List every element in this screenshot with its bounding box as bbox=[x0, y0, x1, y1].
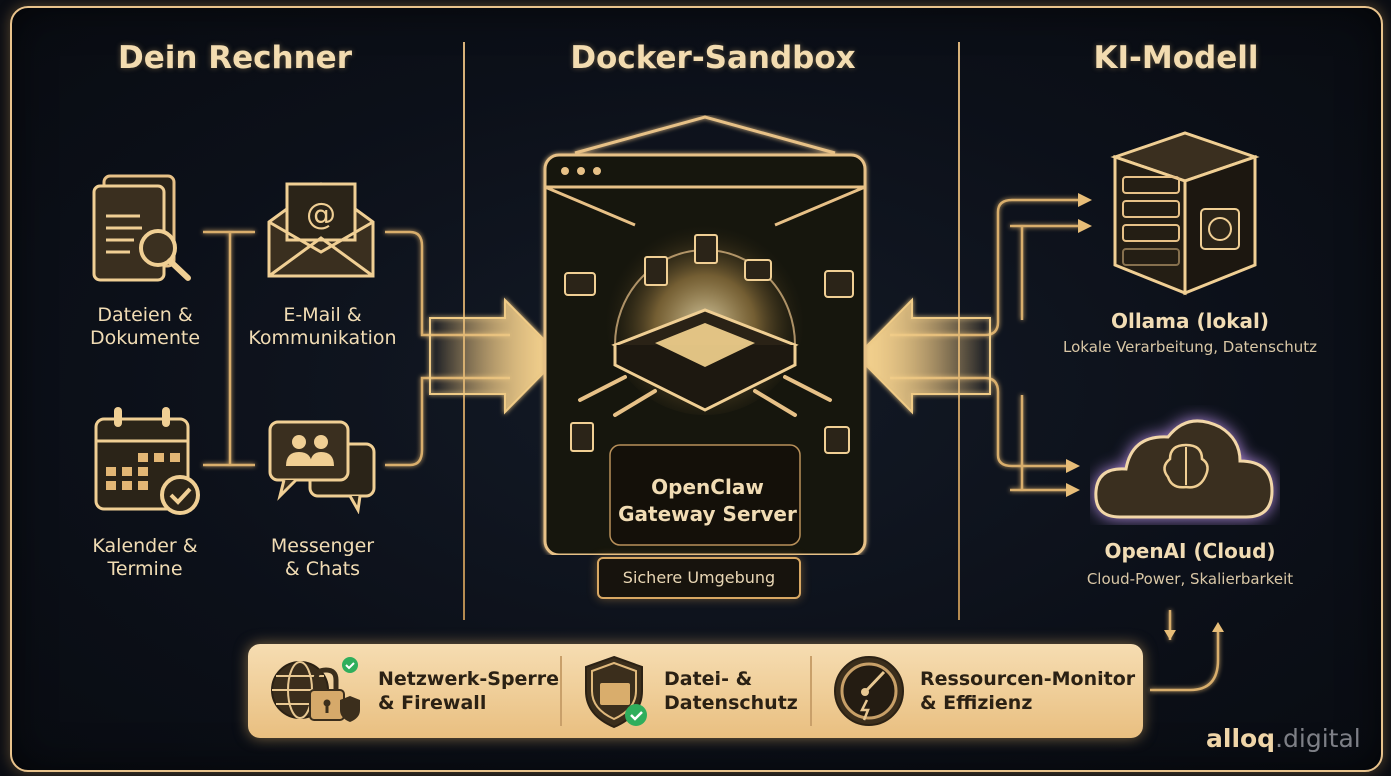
model-name-openai: OpenAI (Cloud) bbox=[1104, 539, 1276, 563]
source-label-messenger: Messenger& Chats bbox=[270, 535, 375, 580]
brand-logo: alloq.digital bbox=[1206, 724, 1361, 753]
feature-file-protection: Datei- &Datenschutz bbox=[584, 644, 798, 738]
column-title-ai-model: KI-Modell bbox=[1093, 40, 1259, 76]
gauge-icon bbox=[834, 656, 904, 726]
model-desc-ollama: Lokale Verarbeitung, Datenschutz bbox=[1063, 338, 1317, 356]
chat-users-icon bbox=[268, 420, 376, 514]
document-search-icon bbox=[92, 174, 191, 282]
source-label-email: E-Mail &Kommunikation bbox=[248, 304, 397, 349]
feature-resource-monitor: Ressourcen-Monitor& Effizienz bbox=[832, 644, 1135, 738]
server-brain-icon bbox=[1110, 131, 1260, 296]
secure-environment-badge: Sichere Umgebung bbox=[597, 557, 801, 599]
svg-text:@: @ bbox=[306, 197, 336, 232]
shield-folder-icon bbox=[585, 655, 647, 729]
feature-separator bbox=[810, 656, 812, 726]
column-title-computer: Dein Rechner bbox=[118, 40, 352, 76]
feature-separator bbox=[560, 656, 562, 726]
column-title-sandbox: Docker-Sandbox bbox=[570, 40, 856, 76]
calendar-check-icon bbox=[94, 407, 200, 515]
email-icon: @ bbox=[267, 182, 375, 278]
cloud-brain-icon bbox=[1094, 419, 1274, 519]
feature-network-lock: Netzwerk-Sperre& Firewall bbox=[270, 644, 559, 738]
sandbox-container-icon bbox=[543, 115, 867, 555]
source-label-files: Dateien &Dokumente bbox=[89, 304, 201, 349]
source-label-calendar: Kalender &Termine bbox=[92, 535, 198, 580]
model-name-ollama: Ollama (lokal) bbox=[1110, 309, 1270, 333]
globe-lock-icon bbox=[271, 657, 360, 722]
model-desc-openai: Cloud-Power, Skalierbarkeit bbox=[1086, 570, 1294, 588]
security-features-bar: Netzwerk-Sperre& Firewall Datei- &Datens… bbox=[248, 644, 1143, 738]
